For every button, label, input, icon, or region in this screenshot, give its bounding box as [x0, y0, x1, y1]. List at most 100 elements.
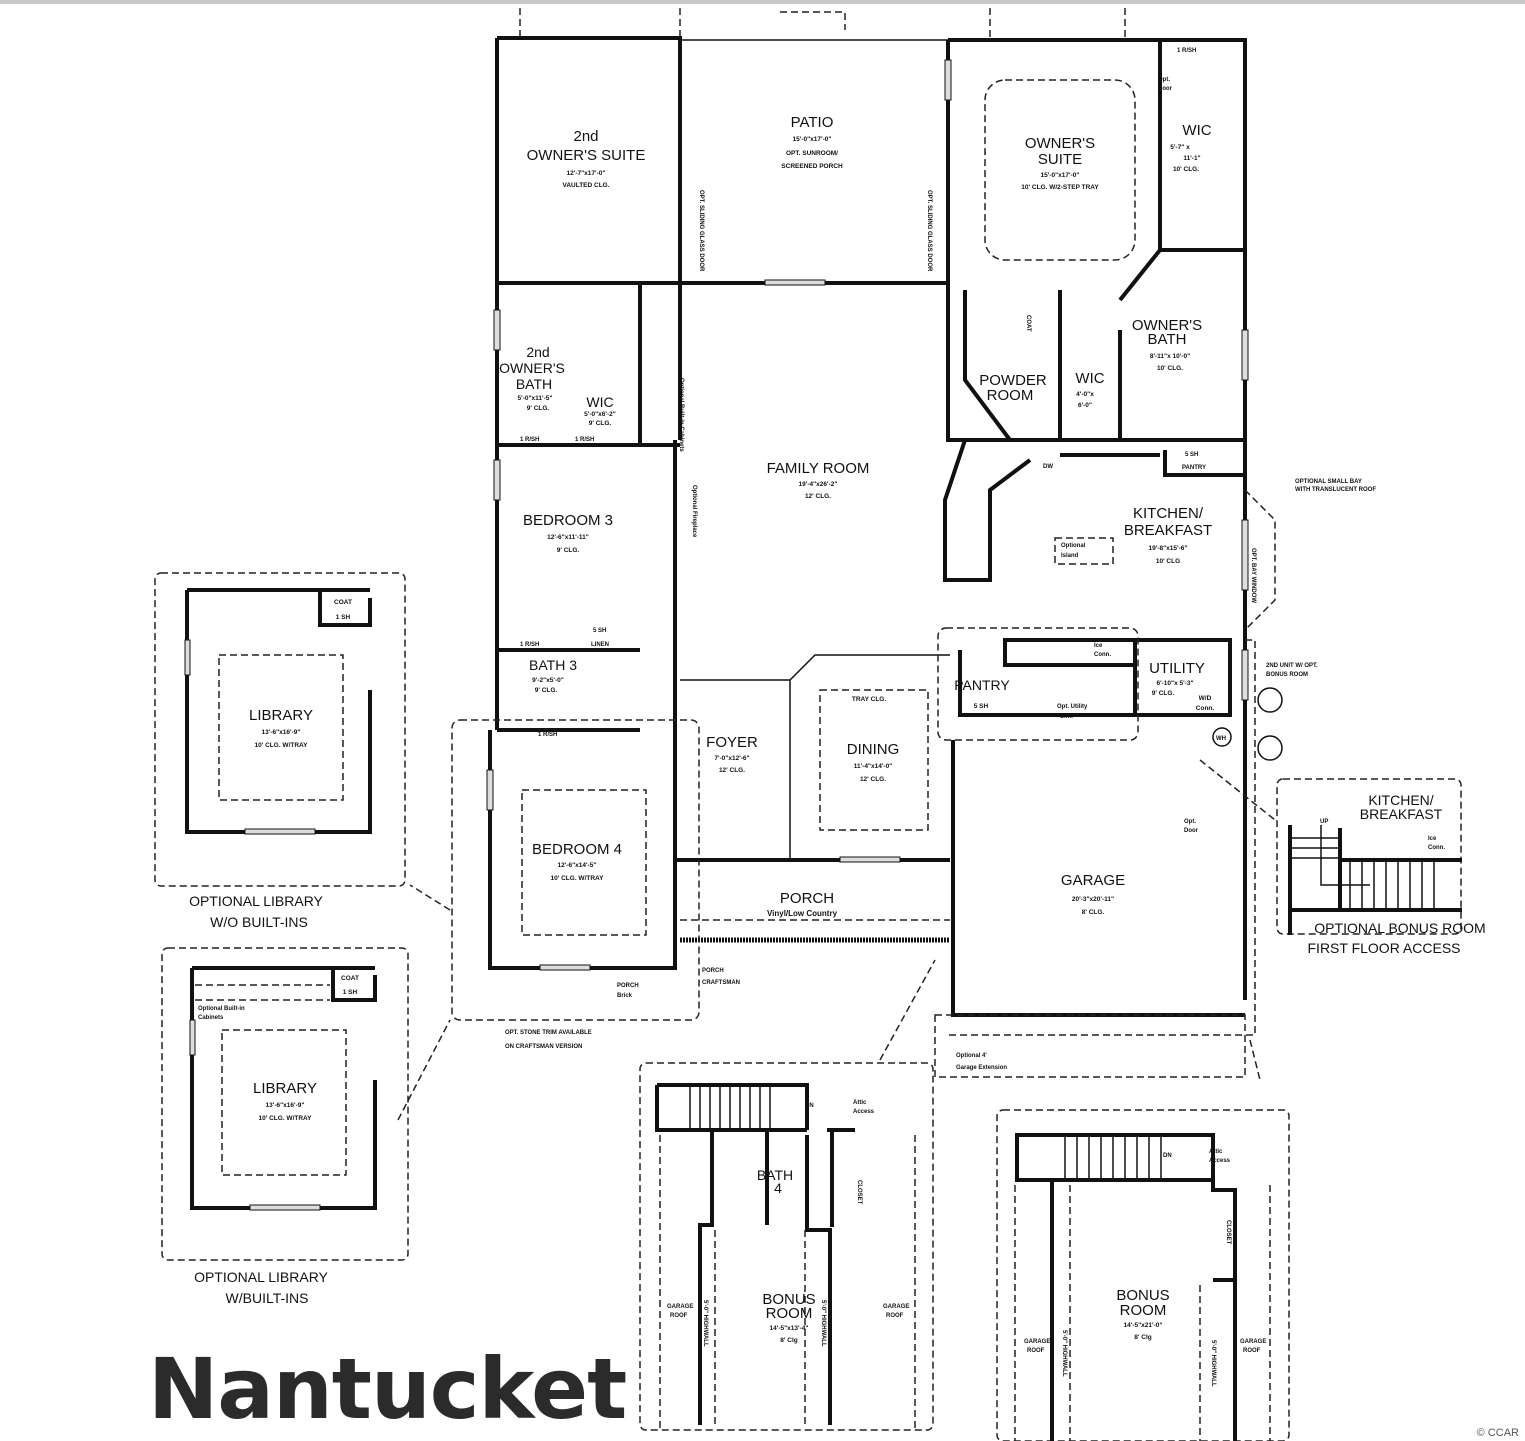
svg-text:CLOSET: CLOSET: [856, 1180, 862, 1205]
bonus-room-option-2: [996, 1109, 1290, 1441]
svg-text:OPTIONAL BONUS ROOM: OPTIONAL BONUS ROOM: [1314, 920, 1485, 936]
svg-text:LIBRARY: LIBRARY: [249, 707, 313, 724]
svg-text:20'-3"x20'-11": 20'-3"x20'-11": [1072, 896, 1114, 903]
svg-text:Attic: Attic: [853, 1100, 867, 1106]
svg-text:VAULTED CLG.: VAULTED CLG.: [562, 182, 609, 189]
library-option-2: [161, 947, 409, 1261]
svg-text:OPT. STONE TRIM AVAILABLE: OPT. STONE TRIM AVAILABLE: [505, 1030, 592, 1036]
svg-text:FAMILY ROOM: FAMILY ROOM: [767, 460, 870, 477]
svg-text:DN: DN: [805, 1103, 814, 1109]
svg-text:OPT. BAY WINDOW: OPT. BAY WINDOW: [1250, 548, 1256, 603]
svg-text:OPTIONAL LIBRARY: OPTIONAL LIBRARY: [189, 893, 323, 909]
room-bonus-1: DN Attic Access BATH 4 CLOSET BONUS ROOM…: [667, 1100, 909, 1347]
svg-text:Cabinets: Cabinets: [198, 1015, 224, 1021]
svg-text:FIRST FLOOR ACCESS: FIRST FLOOR ACCESS: [1308, 940, 1461, 956]
room-kitchen-breakfast: KITCHEN/ BREAKFAST 19'-8"x15'-6" 10' CLG…: [1061, 505, 1212, 565]
copyright-mark: © CCAR: [1476, 1427, 1519, 1439]
svg-text:BEDROOM 3: BEDROOM 3: [523, 512, 613, 529]
svg-text:BATH: BATH: [1148, 331, 1187, 348]
svg-text:PORCH: PORCH: [780, 890, 834, 907]
svg-text:DN: DN: [1163, 1153, 1172, 1159]
svg-text:BONUS: BONUS: [1116, 1287, 1169, 1304]
svg-text:POWDER: POWDER: [979, 372, 1047, 389]
room-bedroom-3: BEDROOM 3 12'-6"x11'-11" 9' CLG.: [523, 512, 613, 554]
svg-text:Attic: Attic: [1209, 1149, 1223, 1155]
svg-text:GARAGE: GARAGE: [1024, 1339, 1050, 1345]
room-bonus-2: DN Attic Access CLOSET BONUS ROOM 14'-5"…: [1024, 1149, 1266, 1387]
room-wic-3: WIC 4'-0"x 6'-0": [1075, 370, 1104, 409]
svg-text:1 R/SH: 1 R/SH: [538, 732, 557, 738]
svg-text:9' CLG.: 9' CLG.: [527, 405, 550, 412]
svg-text:COAT: COAT: [341, 975, 359, 982]
svg-text:8' CLG.: 8' CLG.: [1082, 909, 1105, 916]
svg-text:12' CLG.: 12' CLG.: [860, 776, 886, 783]
svg-text:SUITE: SUITE: [1038, 151, 1082, 168]
windows: [486, 59, 1249, 971]
svg-text:PANTRY: PANTRY: [1182, 465, 1206, 471]
svg-text:Optional Fireplace: Optional Fireplace: [691, 485, 697, 538]
svg-text:10' CLG. W/TRAY: 10' CLG. W/TRAY: [551, 875, 605, 882]
svg-text:9'-2"x5'-0": 9'-2"x5'-0": [532, 677, 564, 684]
svg-text:5'-0" HIGHWALL: 5'-0" HIGHWALL: [702, 1300, 708, 1347]
svg-text:GARAGE: GARAGE: [1240, 1339, 1266, 1345]
svg-text:5 SH: 5 SH: [1185, 452, 1198, 458]
svg-text:CLOSET: CLOSET: [1225, 1220, 1231, 1245]
svg-text:Ice: Ice: [1094, 643, 1103, 649]
svg-text:8'-11"x 10'-0": 8'-11"x 10'-0": [1150, 353, 1190, 360]
svg-text:Conn.: Conn.: [1428, 845, 1445, 851]
svg-text:12'-6"x14'-5": 12'-6"x14'-5": [558, 862, 597, 869]
svg-text:9' CLG.: 9' CLG.: [1152, 690, 1175, 697]
svg-text:OWNER'S: OWNER'S: [499, 360, 565, 376]
svg-text:DW: DW: [1043, 464, 1053, 470]
svg-text:WH: WH: [1216, 736, 1226, 742]
svg-text:10' CLG: 10' CLG: [1156, 558, 1180, 565]
svg-text:Optional: Optional: [1061, 543, 1086, 549]
svg-text:19'-4"x26'-2": 19'-4"x26'-2": [799, 481, 838, 488]
svg-text:UTILITY: UTILITY: [1149, 660, 1205, 677]
room-owner-suite: OWNER'S SUITE 15'-0"x17'-0" 10' CLG. W/2…: [1021, 135, 1099, 191]
room-pantry: PANTRY 5 SH: [954, 677, 1010, 710]
room-powder-room: POWDER ROOM: [979, 372, 1047, 404]
room-porch: PORCH Vinyl/Low Country: [767, 890, 838, 918]
svg-text:PORCH: PORCH: [617, 983, 639, 989]
svg-text:FOYER: FOYER: [706, 734, 758, 751]
svg-text:5'-0" HIGHWALL: 5'-0" HIGHWALL: [820, 1300, 826, 1347]
svg-text:4'-0"x: 4'-0"x: [1076, 391, 1094, 398]
optional-outlines: [397, 79, 1283, 1121]
svg-text:Ice: Ice: [1428, 836, 1437, 842]
svg-text:BATH: BATH: [516, 376, 552, 392]
room-bath-3: BATH 3 9'-2"x5'-0" 9' CLG.: [529, 657, 577, 694]
room-dining: TRAY CLG. DINING 11'-4"x14'-0" 12' CLG.: [847, 696, 900, 783]
svg-text:Conn.: Conn.: [1094, 652, 1111, 658]
svg-text:CRAFTSMAN: CRAFTSMAN: [702, 980, 740, 986]
svg-text:W/BUILT-INS: W/BUILT-INS: [226, 1290, 309, 1306]
svg-text:4: 4: [774, 1180, 782, 1196]
svg-text:Island: Island: [1061, 553, 1079, 559]
svg-text:14'-5"x13'-4": 14'-5"x13'-4": [770, 1325, 809, 1332]
svg-text:Vinyl/Low Country: Vinyl/Low Country: [767, 909, 838, 918]
room-second-owner-suite: 2nd OWNER'S SUITE 12'-7"x17'-0" VAULTED …: [527, 128, 646, 189]
svg-text:19'-8"x15'-6": 19'-8"x15'-6": [1149, 545, 1188, 552]
svg-text:Door: Door: [1158, 86, 1173, 92]
svg-text:GARAGE: GARAGE: [1061, 872, 1125, 889]
room-inset-kitchen: KITCHEN/ BREAKFAST UP Ice Conn.: [1320, 792, 1445, 851]
svg-text:6'-0": 6'-0": [1078, 402, 1092, 409]
svg-text:2ND UNIT W/ OPT.: 2ND UNIT W/ OPT.: [1266, 663, 1318, 669]
svg-text:LINEN: LINEN: [591, 642, 609, 648]
bonus-room-option-1: [639, 1062, 934, 1431]
svg-text:OWNER'S SUITE: OWNER'S SUITE: [527, 147, 646, 164]
svg-text:5'-0" HIGHWALL: 5'-0" HIGHWALL: [1061, 1330, 1067, 1377]
svg-text:5'-7" x: 5'-7" x: [1170, 144, 1190, 151]
svg-text:Opt.: Opt.: [1184, 819, 1196, 825]
room-owner-bath: OWNER'S BATH 8'-11"x 10'-0" 10' CLG.: [1132, 317, 1202, 372]
svg-text:BATH: BATH: [757, 1167, 793, 1183]
svg-text:5 SH: 5 SH: [593, 628, 606, 634]
svg-text:Optional Built-in Cabinets: Optional Built-in Cabinets: [678, 378, 684, 452]
svg-text:ROOM: ROOM: [766, 1305, 813, 1322]
svg-text:9' CLG.: 9' CLG.: [535, 687, 558, 694]
svg-text:9' CLG.: 9' CLG.: [589, 420, 612, 427]
svg-text:Door: Door: [1184, 828, 1199, 834]
svg-text:Opt. Utility: Opt. Utility: [1057, 704, 1088, 710]
svg-text:Opt.: Opt.: [1158, 77, 1170, 83]
